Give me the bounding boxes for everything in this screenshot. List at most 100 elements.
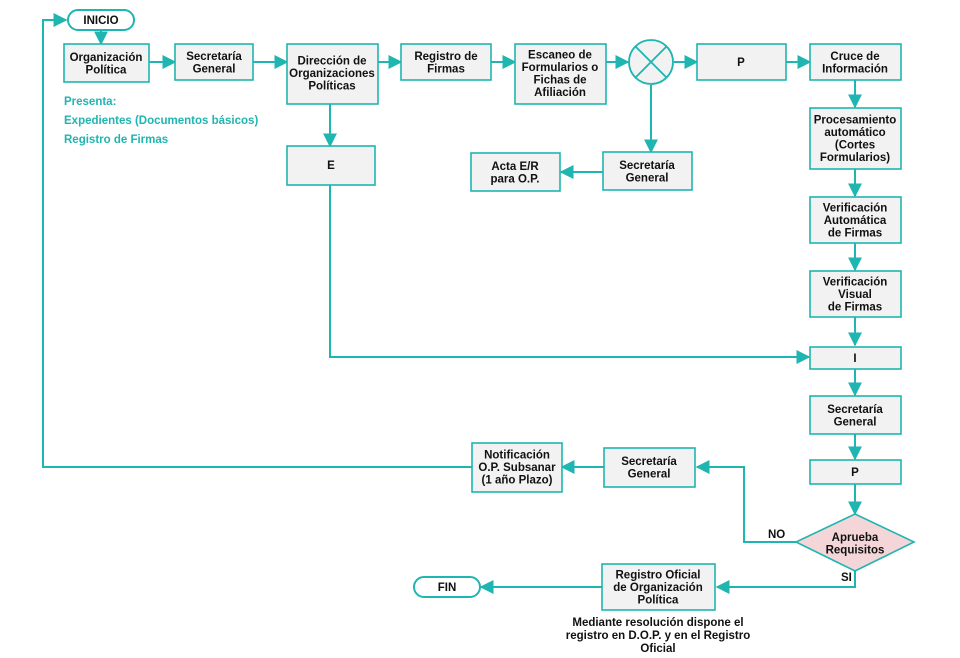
node-label-line: Cruce de <box>830 51 879 63</box>
edge-label-si: SI <box>841 572 852 584</box>
node-label-line: Afiliación <box>534 87 586 99</box>
presenta-note-line: Expedientes (Documentos básicos) <box>64 115 258 127</box>
node-label-line: Secretaría <box>621 456 677 468</box>
node-label-line: automático <box>824 127 885 139</box>
node-label-line: Política <box>86 64 128 76</box>
node-label-line: Registro Oficial <box>616 570 701 582</box>
node-label: E <box>327 160 335 172</box>
node-label: I <box>853 353 856 365</box>
resolution-note: Mediante resolución dispone el registro … <box>566 617 750 655</box>
end-label: FIN <box>438 582 457 594</box>
node-label-line: (1 año Plazo) <box>482 475 553 487</box>
node-label-line: General <box>834 416 877 428</box>
paginacion-box: P <box>696 43 787 81</box>
edges <box>42 13 862 594</box>
node-label-line: de Organización <box>613 582 702 594</box>
resolution-note-line: Mediante resolución dispone el <box>572 617 743 629</box>
resolution-note-line: registro en D.O.P. y en el Registro <box>566 630 750 642</box>
node-label-line: Procesamiento <box>814 114 896 126</box>
node-label-line: Escaneo de <box>528 49 592 61</box>
node-label-line: Verificación <box>823 277 888 289</box>
node-label-line: Visual <box>838 289 872 301</box>
node-label-line: Registro de <box>414 51 477 63</box>
expediente-box: E <box>286 145 376 186</box>
node-label-line: Políticas <box>308 81 355 93</box>
end-node: FIN <box>413 576 481 598</box>
node-label-line: Formularios o <box>522 62 599 74</box>
node-label-line: P <box>851 467 859 479</box>
node-label-line: de Firmas <box>828 228 882 240</box>
node-label-line: I <box>853 353 856 365</box>
node-label-line: O.P. Subsanar <box>478 462 556 474</box>
edge-notificacion-loop-to-inicio <box>42 13 472 468</box>
junction-circle <box>628 39 674 85</box>
node-label-line: General <box>193 63 236 75</box>
node-label-line: Aprueba <box>832 532 879 544</box>
start-label: INICIO <box>83 15 118 27</box>
node-label-line: para O.P. <box>490 173 539 185</box>
node-label-line: (Cortes <box>835 139 875 151</box>
node-label-line: Política <box>638 595 680 607</box>
node-label-line: Notificación <box>484 450 550 462</box>
node-label-line: Secretaría <box>186 51 242 63</box>
presenta-note-line: Registro de Firmas <box>64 134 168 146</box>
node-label-line: de Firmas <box>828 302 882 314</box>
node-label-line: General <box>626 172 669 184</box>
edge-aprueba-no-to-secretaria-4 <box>695 460 796 543</box>
node-label: P <box>851 467 859 479</box>
resolution-note-line: Oficial <box>640 643 675 655</box>
pleno-cne-box: P <box>809 459 902 485</box>
node-label-line: Información <box>822 63 888 75</box>
informe-box: I <box>809 346 902 370</box>
start-node: INICIO <box>67 9 135 31</box>
edge-label-no: NO <box>768 529 785 541</box>
edge-aprueba-si-to-registro-oficial <box>715 571 856 594</box>
node-label-line: Secretaría <box>619 160 675 172</box>
node-label-line: E <box>327 160 335 172</box>
node-label-line: Secretaría <box>827 404 883 416</box>
node-label-line: P <box>737 57 745 69</box>
node-label-line: Requisitos <box>826 544 885 556</box>
node-label-line: Verificación <box>823 203 888 215</box>
node-label-line: Organizaciones <box>289 68 375 80</box>
node-label-line: Firmas <box>427 63 465 75</box>
edge-expediente-to-informe <box>329 185 811 364</box>
presenta-note: Presenta: Expedientes (Documentos básico… <box>64 96 258 146</box>
node-label: P <box>737 57 745 69</box>
node-label-line: Organización <box>70 52 143 64</box>
node-label-line: Acta E/R <box>491 161 539 173</box>
presenta-note-line: Presenta: <box>64 96 116 108</box>
